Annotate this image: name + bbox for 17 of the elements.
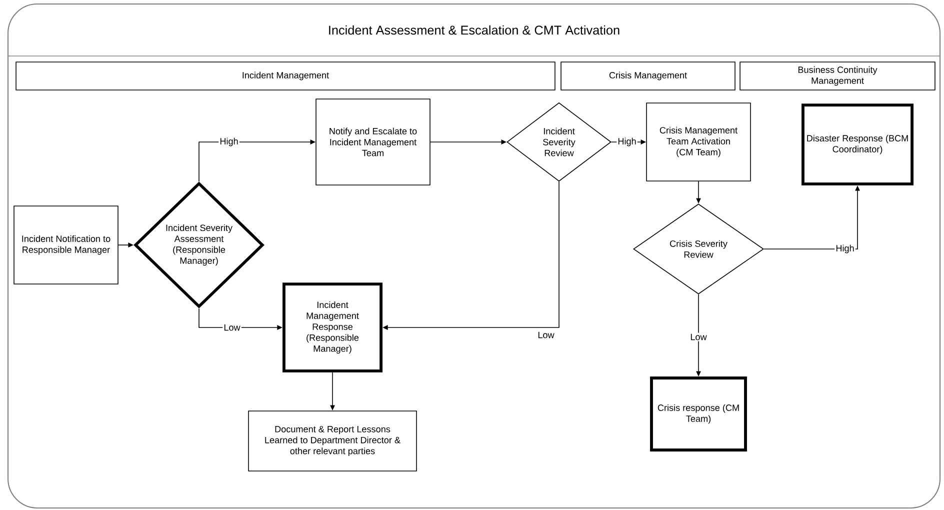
title: Incident Assessment & Escalation & CMT Activation bbox=[329, 25, 620, 35]
process-box: Incident Management Response (Responsible Manager) bbox=[282, 282, 382, 372]
edge-label: Low bbox=[222, 323, 242, 332]
process-box: Notify and Escalate to Incident Management Team bbox=[316, 98, 430, 186]
edge-label: High bbox=[616, 136, 638, 148]
process-box: Document & Report Lessons Learned to Department Director & other relevant parties bbox=[248, 410, 417, 472]
lane-header: Business Continuity Management bbox=[740, 62, 936, 90]
process-box: Crisis response (CM Team) bbox=[650, 376, 747, 452]
edge-label: Low bbox=[689, 332, 708, 342]
edge-label: Low bbox=[536, 330, 556, 340]
lane-header: Crisis Management bbox=[560, 62, 736, 90]
process-box: Disaster Response (BCM Coordinator) bbox=[802, 104, 914, 186]
edge-label: High bbox=[834, 244, 856, 254]
process-box: Incident Notification to Responsible Manager bbox=[14, 206, 118, 284]
process-box: Crisis Management Team Activation (CM Team) bbox=[646, 102, 751, 182]
lane-header: Incident Management bbox=[16, 62, 556, 90]
edge-label: High bbox=[218, 136, 240, 148]
